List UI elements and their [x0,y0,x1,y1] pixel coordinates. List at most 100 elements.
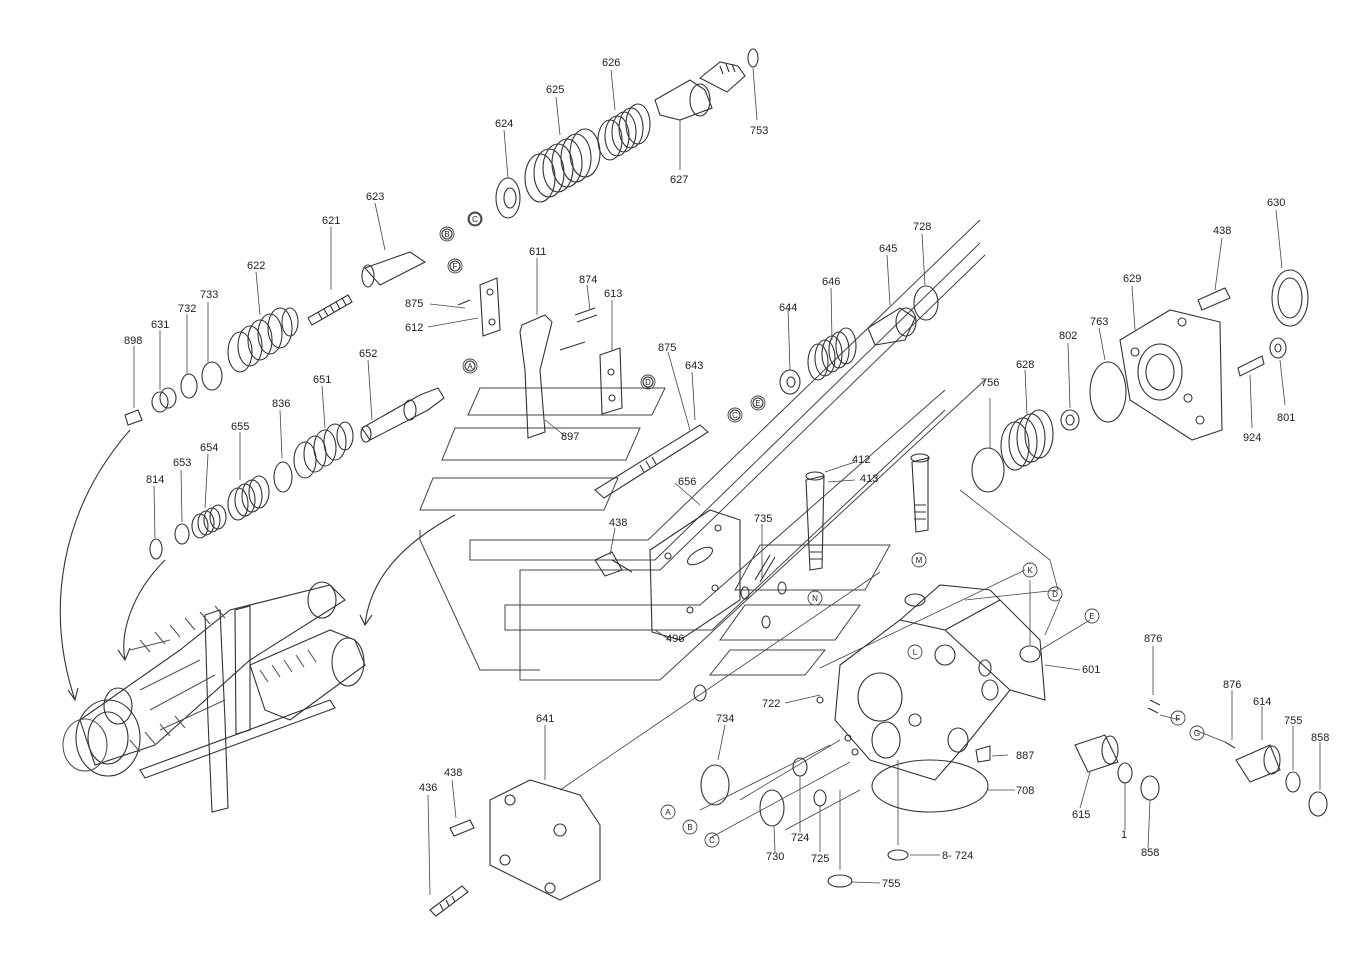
part-label-612: 612 [405,322,423,334]
part-label-623: 623 [366,191,384,203]
part-label-724: 724 [791,832,809,844]
part-label-8-724: 8- 724 [942,850,973,862]
part-label-615: 615 [1072,809,1090,821]
part-label-924: 924 [1243,432,1261,444]
nut-628 [1000,409,1054,471]
ref-letter-k: K [1027,566,1033,575]
part-label-874: 874 [579,274,597,286]
part-label-601: 601 [1082,664,1100,676]
plug-parts [700,699,1328,888]
lever-parts [449,260,654,439]
part-label-734: 734 [716,713,734,725]
part-label-876-b: 876 [1223,679,1241,691]
part-label-655: 655 [231,421,249,433]
spring-646 [807,327,857,381]
part-label-722: 722 [762,698,780,710]
ref-letter-a-2: A [665,808,671,817]
ref-letter-a: A [467,362,473,371]
part-label-651: 651 [313,374,331,386]
part-label-708: 708 [1016,785,1034,797]
cover-629 [971,269,1309,493]
part-label-836: 836 [272,398,290,410]
part-label-629: 629 [1123,273,1141,285]
part-label-733: 733 [200,289,218,301]
part-label-725: 725 [811,853,829,865]
watermark-logo [419,219,986,681]
ref-letter-c-3: C [709,836,715,845]
part-label-730: 730 [766,851,784,863]
part-label-625: 625 [546,84,564,96]
part-label-753: 753 [750,125,768,137]
ref-letter-f: F [453,262,458,271]
part-label-436: 436 [419,782,437,794]
ref-letter-f-2: F [1176,714,1181,723]
valve-body-601 [816,584,1046,813]
spool-651 [293,421,354,479]
bolts-412-413 [805,453,930,571]
part-label-438: 438 [1213,225,1231,237]
ref-letter-e-2: E [1089,612,1094,621]
part-label-644: 644 [779,302,797,314]
part-label-611: 611 [529,246,547,258]
plate-656 [594,509,787,702]
part-label-627: 627 [670,174,688,186]
part-label-631: 631 [151,319,169,331]
upper-spool-parts [124,228,453,426]
part-label-763: 763 [1090,316,1108,328]
ref-letter-b: B [444,230,449,239]
part-label-897: 897 [561,431,579,443]
part-label-654: 654 [200,442,218,454]
ref-letter-m: M [916,556,923,565]
right-spring-parts [752,285,939,409]
part-label-755-b: 755 [882,878,900,890]
part-label-646: 646 [822,276,840,288]
ref-letter-d-2: D [1052,590,1058,599]
part-label-875-b: 875 [658,342,676,354]
spring-626 [597,103,651,161]
part-label-628: 628 [1016,359,1034,371]
spring-625 [524,128,601,203]
part-label-621: 621 [322,215,340,227]
ref-letter-c: C [472,215,478,224]
part-label-801: 801 [1277,412,1295,424]
part-label-496: 496 [666,633,684,645]
ref-letter-d: D [645,378,651,387]
part-label-626: 626 [602,57,620,69]
part-label-858-b: 858 [1141,847,1159,859]
part-label-614: 614 [1253,696,1271,708]
part-label-656: 656 [678,476,696,488]
spring-655 [227,475,270,521]
part-label-413: 413 [860,473,878,485]
ref-circles [439,211,1205,848]
part-label-1: 1 [1121,829,1127,841]
part-label-887: 887 [1016,750,1034,762]
part-label-756: 756 [981,377,999,389]
drawing-lines [59,48,1328,917]
part-label-875: 875 [405,298,423,310]
rod-643 [594,409,741,499]
spool-622 [227,307,299,373]
part-label-814: 814 [146,474,164,486]
part-label-802: 802 [1059,330,1077,342]
part-label-630: 630 [1267,197,1285,209]
part-label-732: 732 [178,303,196,315]
part-label-735: 735 [754,513,772,525]
ref-letter-c-2: C [732,411,738,420]
part-label-438-b: 438 [609,517,627,529]
top-spring-assembly [468,48,759,226]
part-label-438-c: 438 [444,767,462,779]
part-label-622: 622 [247,260,265,272]
part-label-641: 641 [536,713,554,725]
part-label-613: 613 [604,288,622,300]
ref-letter-g: G [1194,729,1200,738]
spring-654 [191,504,227,539]
part-label-858: 858 [1311,732,1329,744]
ref-letters: B C F A D E C M K D E N L F G A B C [444,215,1200,845]
lower-spool-parts [149,387,445,560]
part-labels: 625 626 753 624 627 623 621 622 611 874 … [124,57,1329,890]
part-label-755: 755 [1284,715,1302,727]
part-label-652: 652 [359,348,377,360]
ref-letter-e: E [755,399,760,408]
